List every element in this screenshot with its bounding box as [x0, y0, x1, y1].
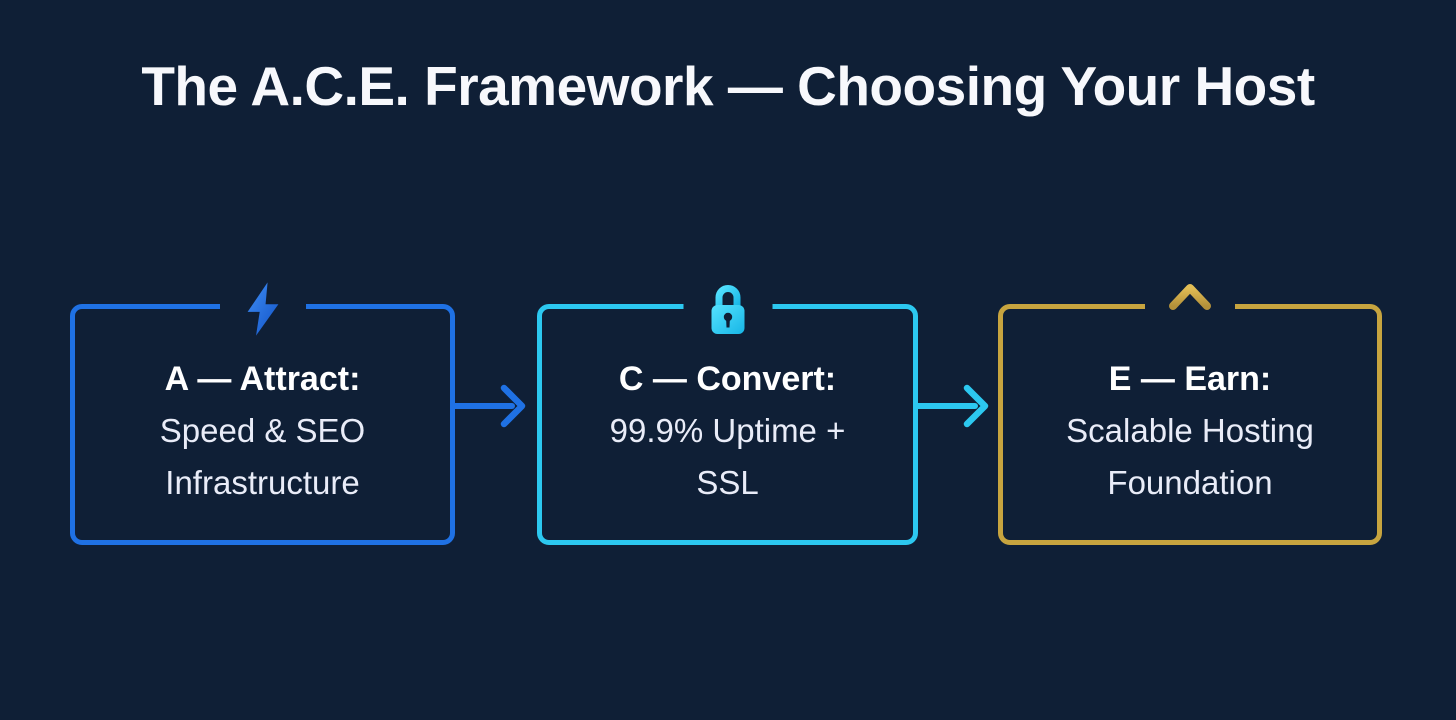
step-box-convert: C — Convert: 99.9% Uptime + SSL: [537, 276, 918, 545]
step-heading: E — Earn:: [1108, 359, 1272, 398]
lock-icon: [683, 276, 772, 342]
step-text-attract: A — Attract: Speed & SEO Infrastructure: [160, 353, 365, 509]
step-box-earn: E — Earn: Scalable Hosting Foundation: [998, 276, 1382, 545]
page-title: The A.C.E. Framework — Choosing Your Hos…: [141, 55, 1315, 117]
step-line: Foundation: [1107, 463, 1273, 501]
arrow-right-icon: [452, 384, 526, 428]
step-heading: C — Convert:: [618, 359, 837, 398]
step-text-earn: E — Earn: Scalable Hosting Foundation: [1066, 353, 1314, 509]
step-box-attract: A — Attract: Speed & SEO Infrastructure: [70, 276, 455, 545]
step-line: Infrastructure: [165, 463, 360, 501]
arrow-right-icon: [915, 384, 989, 428]
step-heading: A — Attract:: [164, 359, 361, 398]
step-line: SSL: [696, 463, 759, 501]
step-line: 99.9% Uptime +: [609, 411, 846, 449]
step-line: Scalable Hosting: [1066, 411, 1314, 449]
step-text-convert: C — Convert: 99.9% Uptime + SSL: [610, 353, 846, 509]
step-line: Speed & SEO: [159, 411, 366, 449]
lightning-bolt-icon: [219, 276, 306, 342]
up-arrow-icon: [1145, 276, 1235, 342]
